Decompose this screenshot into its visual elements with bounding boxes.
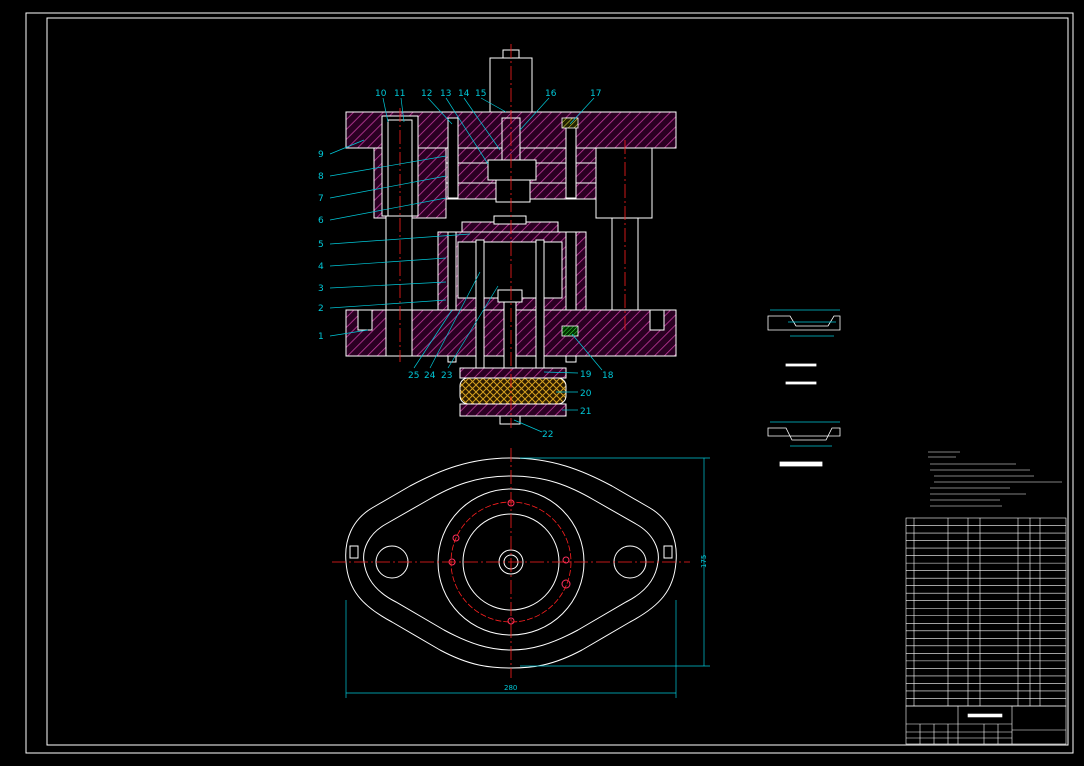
- part-detail-1: [767, 309, 841, 385]
- part-label-9: 9: [318, 150, 324, 160]
- part-label-18: 18: [602, 371, 614, 381]
- dimension-width: 280: [504, 684, 517, 692]
- title-block: [905, 705, 1067, 745]
- plan-dimensions: [345, 457, 710, 698]
- part-label-14: 14: [458, 89, 470, 99]
- dimension-height: 175: [700, 555, 708, 568]
- part-label-22: 22: [542, 430, 553, 440]
- plan-centerlines: [332, 448, 690, 678]
- guide-post-right: [595, 147, 653, 219]
- part-label-6: 6: [318, 216, 324, 226]
- part-label-1: 1: [318, 332, 324, 342]
- part-label-13: 13: [440, 89, 451, 99]
- part-label-2: 2: [318, 304, 324, 314]
- part-label-7: 7: [318, 194, 324, 204]
- rubber-cushion: [459, 377, 567, 405]
- part-label-23: 23: [441, 371, 452, 381]
- bill-of-materials: [905, 517, 1067, 707]
- part-detail-2: [767, 421, 841, 467]
- inner-border: [46, 17, 1069, 746]
- part-label-11: 11: [394, 89, 405, 99]
- part-label-16: 16: [545, 89, 557, 99]
- part-label-17: 17: [590, 89, 601, 99]
- leader-lines: [329, 97, 603, 433]
- part-label-24: 24: [424, 371, 436, 381]
- part-label-25: 25: [408, 371, 419, 381]
- part-label-4: 4: [318, 262, 324, 272]
- bom-frame: [905, 517, 1067, 707]
- part-labels: 1 2 3 4 5 6 7 8 9 10 11 12 13 14 15 16 1…: [318, 89, 614, 440]
- section-view: [345, 44, 677, 428]
- part-label-12: 12: [421, 89, 432, 99]
- part-label-21: 21: [580, 407, 591, 417]
- outer-border: [25, 12, 1074, 754]
- part-label-19: 19: [580, 370, 592, 380]
- part-label-8: 8: [318, 172, 324, 182]
- part-label-5: 5: [318, 240, 324, 250]
- part-label-20: 20: [580, 389, 592, 399]
- technical-notes: [928, 451, 1062, 507]
- part-label-15: 15: [475, 89, 486, 99]
- part-label-10: 10: [375, 89, 387, 99]
- part-label-3: 3: [318, 284, 324, 294]
